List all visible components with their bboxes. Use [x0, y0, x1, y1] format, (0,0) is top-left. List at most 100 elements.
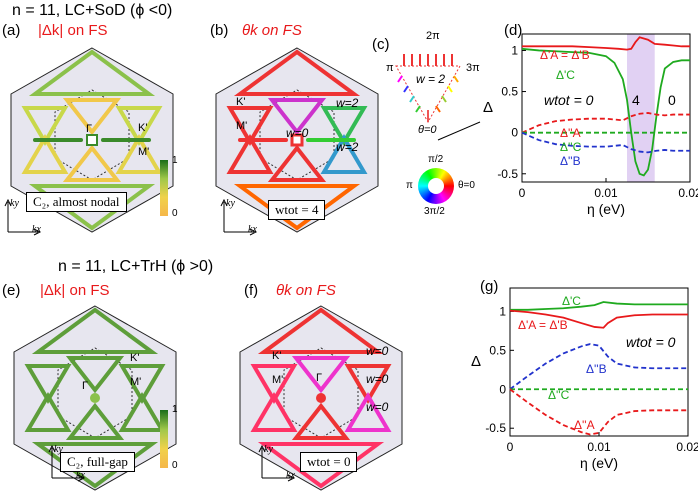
panel-a-tag: (a) [2, 22, 21, 39]
panel-g-tag: (g) [480, 278, 499, 295]
panel-d-tag: (d) [504, 22, 523, 39]
panel-f-w2: w=0 [366, 372, 389, 386]
chart-g-legend-a: Δ'A = Δ'B [518, 318, 568, 332]
panel-f-gamma-label: Γ [316, 372, 323, 384]
panel-b-w3: w=2 [336, 140, 359, 154]
wheel-left: π [406, 180, 413, 191]
panel-a-fermi-surface [10, 47, 174, 233]
chart-g-xlabel: η (eV) [580, 455, 618, 471]
chart-g-series-1 [509, 309, 688, 329]
panel-f-tag: (f) [244, 282, 259, 299]
chart-g-ytick-label: 0 [499, 382, 506, 396]
axis-kx-a: kx [32, 224, 41, 235]
chart-d-ann-wtot: wtot = 0 [544, 92, 594, 108]
panel-e-gamma-label: Γ [82, 380, 89, 392]
chart-g-xtick-label: 0.02 [676, 440, 698, 454]
chart-g-ylabel: Δ [471, 353, 481, 370]
panel-e-title: |Δk| on FS [40, 282, 110, 299]
panel-c-right: 3π [466, 62, 480, 74]
panel-c-tag: (c) [372, 36, 390, 53]
panel-f-m-label: M' [272, 374, 284, 386]
wheel-bottom: 3π/2 [424, 206, 445, 217]
chart-d-legend-a: Δ'A = Δ'B [540, 48, 590, 62]
chart-d-series-4 [521, 131, 690, 154]
panel-c-winding-diagram [395, 54, 481, 141]
chart-d-ann-4: 4 [632, 92, 640, 108]
chart-g-xtick-label: 0 [507, 440, 514, 454]
chart-d-series-1 [521, 47, 690, 177]
wheel-top: π/2 [428, 154, 444, 165]
axes-a [4, 198, 42, 236]
panel-c-bottom: θ=0 [418, 124, 437, 136]
chart-g-ytick-label: 1 [499, 304, 506, 318]
panel-f-k-label: K' [272, 350, 282, 362]
panel-b-k-label: K' [236, 96, 246, 108]
bottom-title: n = 11, LC+TrH (ϕ >0) [58, 258, 214, 275]
panel-f-fermi-surface [239, 305, 403, 491]
chart-d-series-2 [521, 112, 690, 134]
chart-g-series-4 [509, 388, 688, 436]
wheel-right: θ=0 [458, 180, 475, 191]
axis-ky-e: ky [54, 444, 63, 455]
chart-g-legend-b2: Δ''B [586, 362, 607, 376]
panel-e-k-label: K' [130, 352, 140, 364]
axis-ky-b: ky [226, 198, 235, 209]
chart-d-series-0 [522, 36, 690, 51]
panel-b-tag: (b) [210, 22, 229, 39]
chart-d-ytick-label: -0.5 [497, 167, 518, 181]
panel-b-m-label: M' [236, 120, 248, 132]
chart-d-legend-c2: Δ''C [560, 140, 582, 154]
panel-b-w2: w=0 [286, 126, 309, 140]
chart-d-xtick-label: 0.02 [678, 186, 698, 200]
chart-d: 00.010.02-0.500.51η (eV)Δ00.010.02-0.500… [471, 33, 698, 471]
chart-d-ylabel: Δ [483, 99, 493, 116]
colorbar-a-max: 1 [172, 155, 178, 166]
phase-color-wheel-hole [428, 178, 444, 194]
panel-e-box: C₂, full-gap [60, 452, 135, 472]
panel-c-left: π [386, 62, 394, 74]
axes-f [258, 444, 296, 482]
top-title: n = 11, LC+SoD (ϕ <0) [12, 2, 173, 19]
axis-kx-f: kx [286, 470, 295, 481]
panel-a-title: |Δk| on FS [38, 22, 108, 39]
colorbar-e [160, 410, 168, 468]
chart-g-legend-c: Δ'C [562, 294, 581, 308]
panel-f-box: wtot = 0 [300, 452, 358, 472]
colorbar-e-max: 1 [172, 404, 178, 415]
chart-d-legend-c: Δ'C [556, 68, 575, 82]
chart-g-xtick-label: 0.01 [587, 440, 611, 454]
panel-f-w3: w=0 [366, 400, 389, 414]
panel-a-gamma-label: Γ [86, 123, 93, 135]
panel-a-m-label: M' [138, 146, 150, 158]
chart-d-ann-0: 0 [668, 92, 676, 108]
panel-c-w: w = 2 [416, 72, 446, 86]
chart-g-legend-c2: Δ''C [548, 388, 570, 402]
chart-g-ytick-label: 0.5 [489, 343, 506, 357]
axis-ky-f: ky [264, 444, 273, 455]
colorbar-a-min: 0 [172, 208, 178, 219]
panel-f-w1: w=0 [366, 344, 389, 358]
panel-a-box: C₂, almost nodal [26, 192, 127, 212]
panel-b-title: θk on FS [242, 22, 302, 39]
chart-d-legend-b2: Δ''B [560, 154, 581, 168]
chart-d-ytick-label: 0.5 [501, 85, 518, 99]
axes-b [220, 198, 258, 236]
colorbar-e-min: 0 [172, 460, 178, 471]
axis-kx-b: kx [248, 224, 257, 235]
panel-e-tag: (e) [2, 282, 21, 299]
chart-d-xtick-label: 0.01 [594, 186, 618, 200]
panel-c-top: 2π [426, 30, 440, 42]
panel-f-title: θk on FS [276, 282, 336, 299]
panel-b-w1: w=2 [336, 96, 359, 110]
chart-g-series-0 [510, 301, 688, 311]
panel-e-m-label: M' [130, 376, 142, 388]
chart-g-legend-a2: Δ''A [574, 418, 595, 432]
chart-d-xlabel: η (eV) [587, 201, 625, 217]
chart-d-xtick-label: 0 [519, 186, 526, 200]
colorbar-a [160, 160, 168, 216]
chart-g-series-2 [509, 343, 688, 390]
chart-d-ytick-label: 1 [511, 43, 518, 57]
axis-ky-a: ky [10, 198, 19, 209]
chart-g-ytick-label: -0.5 [485, 421, 506, 435]
chart-d-legend-a2: Δ''A [560, 126, 581, 140]
